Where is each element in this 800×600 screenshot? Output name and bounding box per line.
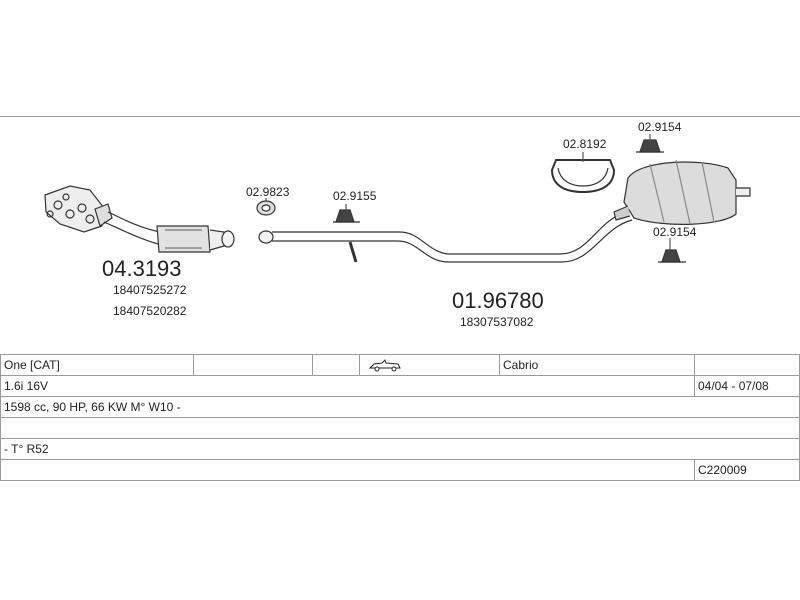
hanger-front-part-code: 02.9155 <box>333 189 377 203</box>
engine-cell: 1.6i 16V <box>0 375 695 397</box>
years-cell: 04/04 - 07/08 <box>694 375 800 397</box>
table-row: C220009 <box>0 459 800 481</box>
table-row: One [CAT] Cabrio <box>0 354 800 376</box>
clamp-part-code: 02.8192 <box>563 137 607 151</box>
body-icon-cell <box>359 354 500 376</box>
table-row: - T° R52 <box>0 438 800 460</box>
muffler-part-code: 01.96780 <box>452 288 544 313</box>
hanger-front-drawing <box>333 209 360 223</box>
main-pipe-drawing <box>258 211 633 263</box>
hanger-rear-drawing <box>658 249 686 263</box>
rear-muffler-drawing <box>613 159 751 225</box>
vehicle-spec-table: One [CAT] Cabrio 1.6i 16V 04/04 - 07/08 … <box>0 354 800 481</box>
body-type-cell: Cabrio <box>499 354 695 376</box>
empty-cell <box>0 459 695 481</box>
catalyst-manifold-drawing <box>44 185 235 253</box>
top-border-line <box>0 116 800 117</box>
empty-cell <box>0 417 800 439</box>
empty-cell <box>312 354 360 376</box>
catalyst-part-code: 04.3193 <box>102 256 182 281</box>
hanger-top-drawing <box>636 139 664 153</box>
table-row: 1.6i 16V 04/04 - 07/08 <box>0 375 800 397</box>
catalogue-code-cell: C220009 <box>694 459 800 481</box>
model-cell: One [CAT] <box>0 354 194 376</box>
gasket-part-code: 02.9823 <box>246 185 290 199</box>
table-row: 1598 cc, 90 HP, 66 KW M° W10 - <box>0 396 800 418</box>
table-row <box>0 417 800 439</box>
hanger-top-part-code: 02.9154 <box>638 120 682 134</box>
catalyst-ref-1: 18407525272 <box>113 283 187 297</box>
exhaust-diagram: 04.3193 18407525272 18407520282 02.9823 … <box>44 120 751 329</box>
type-cell: - T° R52 <box>0 438 800 460</box>
clamp-drawing <box>550 159 616 194</box>
muffler-ref: 18307537082 <box>460 315 534 329</box>
hanger-rear-part-code: 02.9154 <box>653 225 697 239</box>
empty-cell <box>193 354 313 376</box>
gasket-drawing <box>256 200 276 216</box>
convertible-car-icon <box>368 359 401 372</box>
engine-spec-cell: 1598 cc, 90 HP, 66 KW M° W10 - <box>0 396 800 418</box>
empty-cell <box>694 354 800 376</box>
catalyst-ref-2: 18407520282 <box>113 304 187 318</box>
